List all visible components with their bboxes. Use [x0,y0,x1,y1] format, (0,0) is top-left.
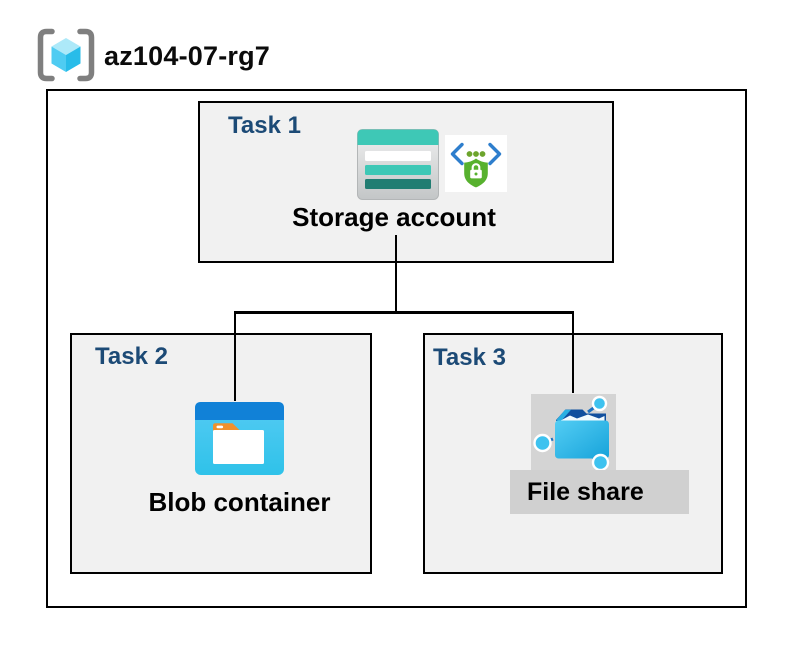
secure-access-icon [445,135,507,192]
task1-resource-label: Storage account [292,202,496,232]
blob-container-icon [195,402,284,475]
resource-group-icon [36,27,96,83]
task2-box: Task 2 Blob container [70,333,372,574]
connector-to-blob-container [233,311,237,401]
storage-account-icon [357,129,439,200]
connector-branch [233,311,575,314]
connector-storage-stem [394,235,398,314]
file-share-icon-highlight [531,394,616,472]
file-share-icon [533,395,610,472]
task2-label: Task 2 [95,343,168,370]
resource-group-name: az104-07-rg7 [104,41,270,71]
task3-label: Task 3 [433,344,506,371]
task3-resource-label: File share [510,470,689,514]
task2-resource-label: Blob container [148,487,331,517]
connector-to-file-share [571,311,575,393]
task1-box: Task 1 [198,101,614,263]
task1-label: Task 1 [228,112,301,139]
